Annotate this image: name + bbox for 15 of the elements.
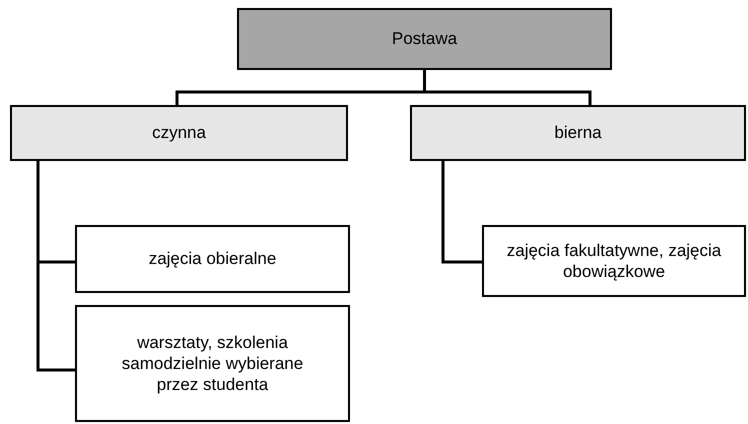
item-box [482, 225, 746, 297]
category-box [10, 105, 348, 161]
connector-line [423, 70, 592, 105]
node-label: zajęcia obieralne [148, 248, 276, 270]
item-box [75, 305, 350, 422]
connector-line [442, 161, 482, 264]
node-label: czynna [152, 122, 206, 144]
category-box [410, 105, 746, 161]
root-box [237, 8, 612, 70]
node-label: Postawa [392, 28, 458, 50]
connector-line [36, 161, 75, 372]
node-label: zajęcia fakultatywne, zajęcia obowiązkowe [506, 240, 722, 282]
node-label: bierna [554, 122, 602, 144]
item-box [75, 225, 350, 293]
node-label: warsztaty, szkolenia samodzielnie wybierane przez studenta [120, 332, 304, 396]
